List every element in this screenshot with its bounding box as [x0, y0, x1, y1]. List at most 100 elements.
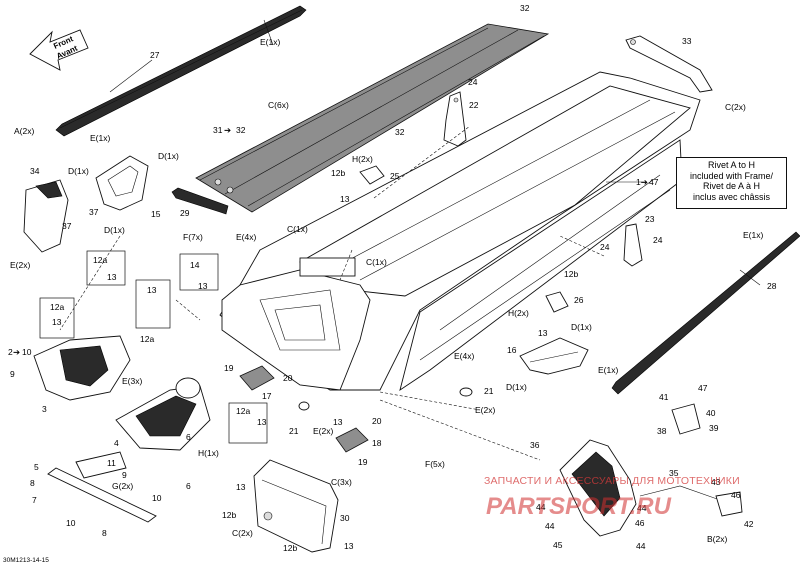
- part-32-tunnel-panel: [195, 23, 550, 213]
- part-21-clip: [298, 387, 473, 411]
- part-34-bracket: [23, 179, 69, 253]
- label-12a-c: 12a: [140, 334, 154, 344]
- rivet-note-box: Rivet A to H included with Frame/ Rivet …: [676, 157, 787, 209]
- label-28: 28: [767, 281, 777, 291]
- label-10-c: 10: [66, 518, 76, 528]
- label-19-b: 19: [358, 457, 368, 467]
- part-27-rail: [55, 5, 307, 137]
- label-5: 5: [34, 462, 39, 472]
- label-46-b: 46: [635, 518, 645, 528]
- label-23: 23: [645, 214, 655, 224]
- label-44-d: 44: [636, 541, 646, 551]
- part-4-bracket: [115, 377, 211, 451]
- label-12a-d: 12a: [236, 406, 250, 416]
- watermark-brand: PARTSPORT.RU: [486, 493, 672, 520]
- part-28-rail: [611, 231, 800, 395]
- label-13-e: 13: [52, 317, 62, 327]
- label-e2-c: E(2x): [313, 426, 333, 436]
- label-21-a: 21: [484, 386, 494, 396]
- label-24-a: 24: [468, 77, 478, 87]
- label-7: 7: [32, 495, 37, 505]
- label-c1-b: C(1x): [366, 257, 387, 267]
- part-40-bracket: [671, 403, 701, 435]
- part-25-bracket: [359, 165, 385, 185]
- label-38: 38: [657, 426, 667, 436]
- label-b2: B(2x): [707, 534, 727, 544]
- label-13-g: 13: [333, 417, 343, 427]
- label-f5: F(5x): [425, 459, 445, 469]
- label-c6: C(6x): [268, 100, 289, 110]
- label-3: 3: [42, 404, 47, 414]
- part-29-bar: [171, 187, 229, 215]
- label-47-a: 47: [649, 177, 659, 187]
- label-32-a: 32: [520, 3, 530, 13]
- label-22: 22: [469, 100, 479, 110]
- label-8-a: 8: [30, 478, 35, 488]
- arrow-31-32: ➔: [224, 125, 232, 135]
- label-37-b: 37: [62, 221, 72, 231]
- label-h1: H(1x): [198, 448, 219, 458]
- label-37-a: 37: [89, 207, 99, 217]
- label-13-b: 13: [107, 272, 117, 282]
- part-23-bracket: [623, 223, 643, 267]
- part-30-cooler: [253, 459, 339, 553]
- part-frame-tunnel: [219, 71, 701, 392]
- label-h2-b: H(2x): [508, 308, 529, 318]
- label-13-j: 13: [344, 541, 354, 551]
- label-e2-b: E(2x): [475, 405, 495, 415]
- label-12b-c: 12b: [222, 510, 236, 520]
- label-12b-b: 12b: [564, 269, 578, 279]
- label-h2-a: H(2x): [352, 154, 373, 164]
- part-16-shield: [519, 337, 589, 375]
- part-22-bracket: [443, 91, 467, 147]
- label-17: 17: [262, 391, 272, 401]
- label-36: 36: [530, 440, 540, 450]
- watermark-tagline: ЗАПЧАСТИ И АКСЕССУАРЫ ДЛЯ МОТОТЕХНИКИ: [484, 475, 740, 487]
- label-c2-a: C(2x): [725, 102, 746, 112]
- label-c1-a: C(1x): [287, 224, 308, 234]
- label-20-a: 20: [283, 373, 293, 383]
- label-35: 35: [669, 468, 679, 478]
- part-26-bracket: [545, 291, 569, 313]
- arrow-1-47: 1➔: [636, 177, 649, 187]
- label-12a-a: 12a: [93, 255, 107, 265]
- label-25: 25: [390, 171, 400, 181]
- label-33: 33: [682, 36, 692, 46]
- label-44-a: 44: [536, 502, 546, 512]
- label-43: 43: [711, 477, 721, 487]
- arrow-2-10: ➔: [13, 347, 21, 357]
- label-46-a: 46: [731, 490, 741, 500]
- label-9-a: 9: [10, 369, 15, 379]
- label-42: 42: [744, 519, 754, 529]
- part-33-bracket: [625, 35, 713, 93]
- label-34: 34: [30, 166, 40, 176]
- front-direction-arrow: Front Avant: [29, 29, 89, 71]
- label-13-i: 13: [236, 482, 246, 492]
- leader-lines: [59, 19, 761, 461]
- part-3-bracket: [33, 335, 131, 401]
- label-a2: A(2x): [14, 126, 34, 136]
- label-f7: F(7x): [183, 232, 203, 242]
- label-45: 45: [553, 540, 563, 550]
- label-e1-c: E(1x): [743, 230, 763, 240]
- label-15: 15: [151, 209, 161, 219]
- label-e2-a: E(2x): [10, 260, 30, 270]
- label-16: 16: [507, 345, 517, 355]
- part-35-bracket: [559, 439, 743, 537]
- label-44-b: 44: [545, 521, 555, 531]
- label-9-b: 9: [122, 470, 127, 480]
- label-c2-b: C(2x): [232, 528, 253, 538]
- part-18-bracket: [335, 427, 369, 453]
- label-12a-b: 12a: [50, 302, 64, 312]
- label-e4-b: E(4x): [454, 351, 474, 361]
- label-6-a: 6: [186, 481, 191, 491]
- label-10-b: 10: [152, 493, 162, 503]
- label-e1-b: E(1x): [90, 133, 110, 143]
- diagram-reference: 30M1213-14-15: [3, 557, 49, 564]
- label-20-b: 20: [372, 416, 382, 426]
- label-10-a: 10: [22, 347, 32, 357]
- label-e3: E(3x): [122, 376, 142, 386]
- label-47-b: 47: [698, 383, 708, 393]
- label-27: 27: [150, 50, 160, 60]
